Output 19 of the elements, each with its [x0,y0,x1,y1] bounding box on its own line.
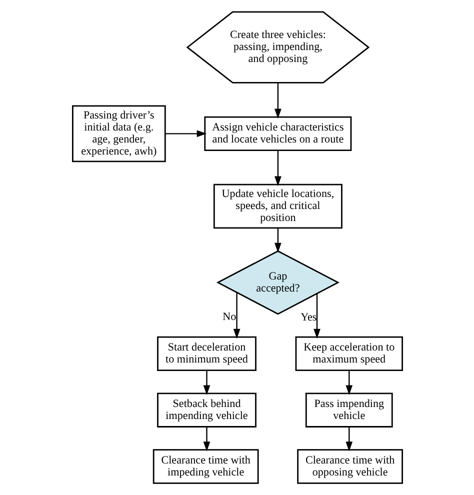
arrow [274,150,281,186]
node-box: Clearance time with impeding vehicle [152,449,258,484]
arrow [345,370,352,396]
arrow [202,370,210,396]
arrow [164,130,206,138]
node-box: Pass impending vehicle [304,392,392,428]
arrow [274,228,281,253]
arrow [313,294,320,339]
node-box: Start deceleration to minimum speed [156,336,256,372]
node-box: Setback behind impending vehicle [156,392,256,428]
node-box: Keep acceleration to maximum speed [294,336,402,372]
arrow [345,427,352,452]
node-box: Passing driver’s initial data (e.g. age, gender, experience, awh) [72,105,166,162]
node-box: Assign vehicle characteristics and locate vehicles on a route [204,116,352,151]
arrow [232,292,240,339]
node-box: Update vehicle locations, speeds, and critical position [212,184,342,229]
arrow [274,82,281,119]
arrow [202,427,210,452]
node-box: Clearance time with opposing vehicle [296,449,402,484]
